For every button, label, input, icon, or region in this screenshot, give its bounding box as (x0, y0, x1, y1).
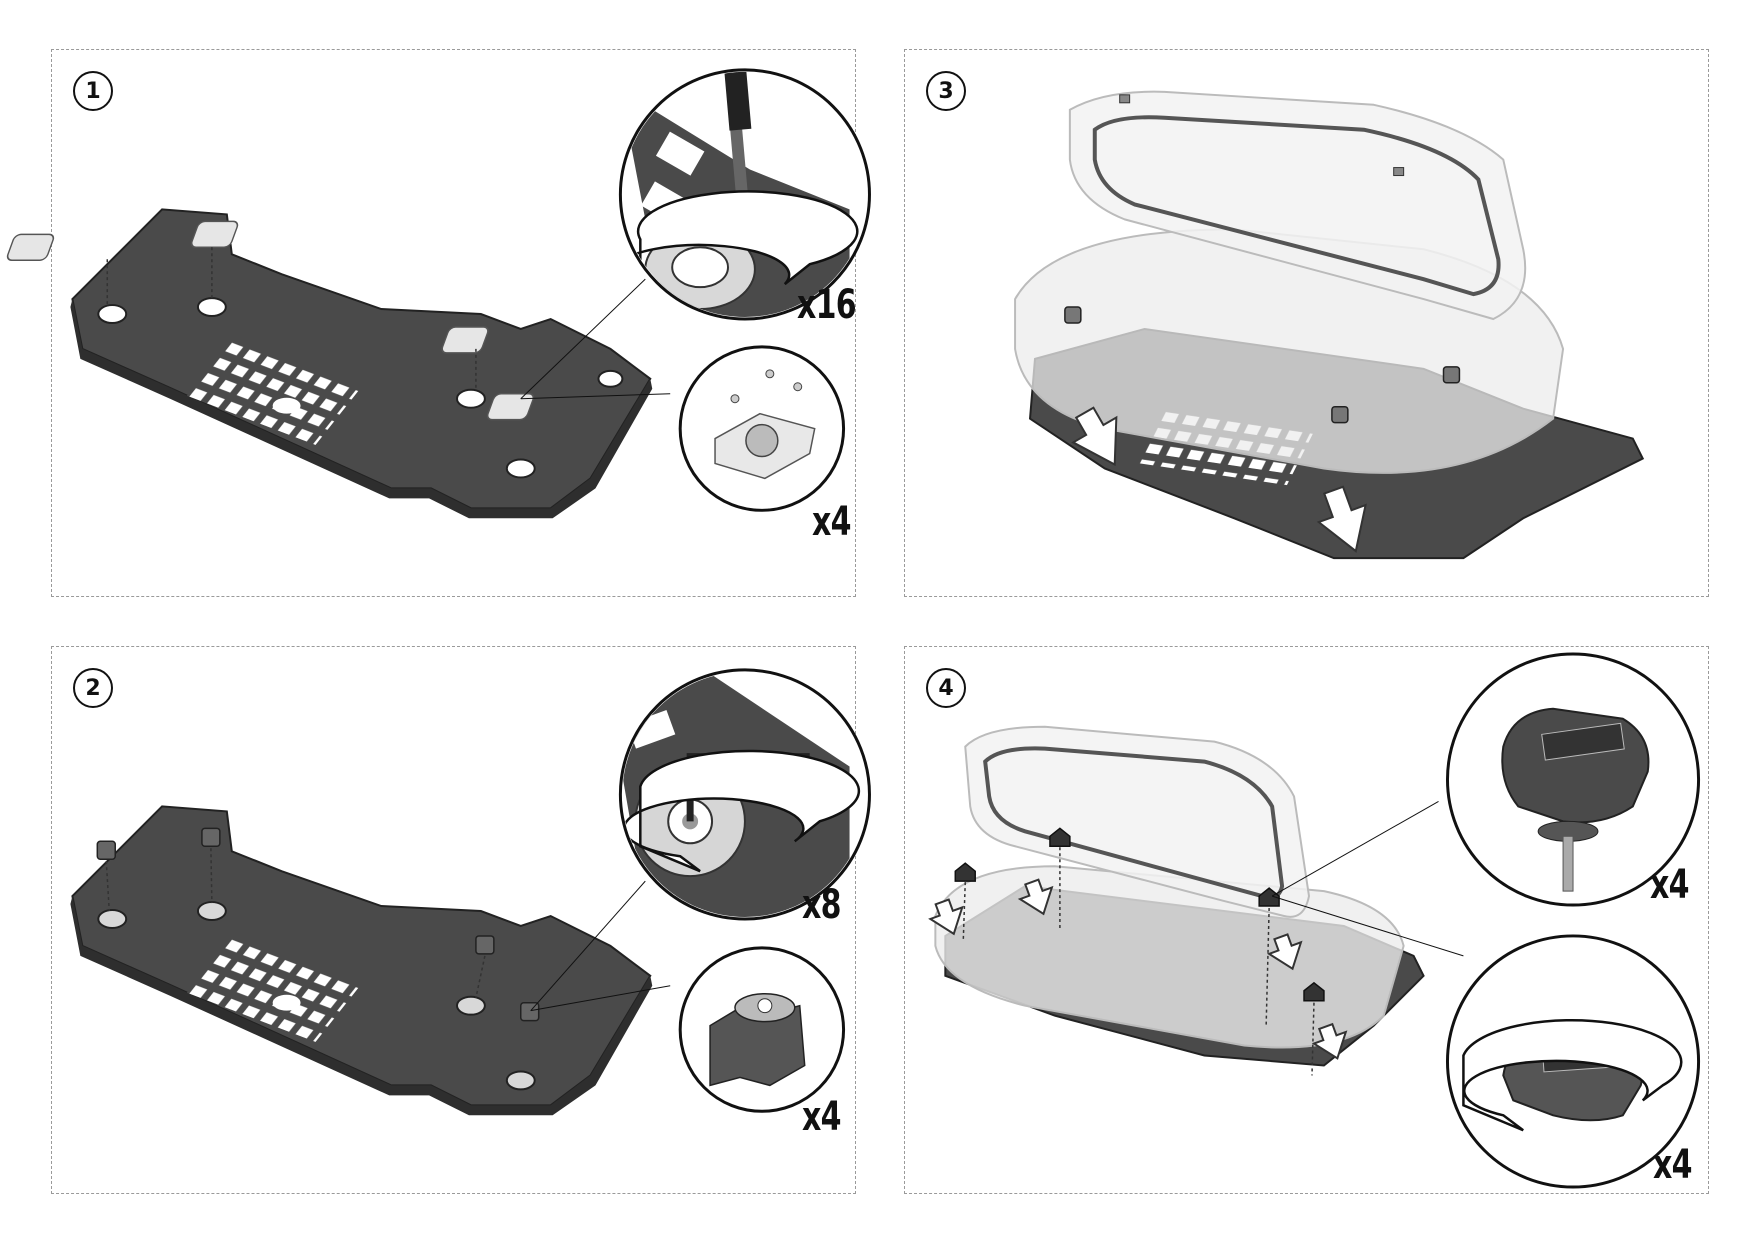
step-number: 2 (73, 668, 113, 708)
step-panel-4: 4 x4 x4 (904, 646, 1709, 1194)
knob-detail-circle (1445, 652, 1701, 907)
step-panel-3: 3 (904, 49, 1709, 597)
step-number: 3 (926, 71, 966, 111)
mount-hole (455, 388, 486, 409)
case-lid (1068, 90, 1527, 321)
mounting-plate-illustration (70, 668, 871, 1116)
quantity-label: x4 (1653, 1142, 1692, 1188)
down-arrow-icon (1071, 406, 1367, 553)
case-body (934, 865, 1405, 1049)
mount-hole (97, 304, 128, 324)
quantity-label: x4 (802, 1094, 841, 1140)
mount-hole (597, 369, 624, 388)
knob-fastening-illustration (928, 652, 1701, 1189)
knob-rotation-detail-circle (1445, 934, 1701, 1189)
quantity-label: x8 (802, 882, 841, 928)
mounting-plate (71, 208, 652, 510)
installed-adapter (97, 909, 128, 929)
installed-adapter (455, 995, 486, 1016)
case-placement-illustration (1014, 90, 1645, 560)
knob-icon (954, 827, 1325, 1002)
step-panel-1: 1 x16 x4 (6, 49, 871, 597)
mounting-plate-illustration (6, 68, 871, 519)
screwdriver-detail-circle (618, 68, 871, 321)
mount-hole (505, 458, 536, 479)
hex-key-detail-circle (618, 668, 871, 921)
installed-adapter (505, 1070, 536, 1091)
step-number: 4 (926, 668, 966, 708)
step-panel-2: 2 x8 x4 (51, 646, 871, 1194)
quantity-label: x4 (1650, 862, 1689, 908)
quantity-label: x16 (797, 282, 857, 328)
case-lid (964, 725, 1311, 918)
step-number: 1 (73, 71, 113, 111)
quantity-label: x4 (812, 499, 851, 545)
down-arrow-icon (928, 878, 1348, 1060)
mounting-plate (71, 805, 652, 1107)
adapter-plates (6, 220, 535, 421)
adapter-detail-circle (678, 345, 846, 512)
insert-detail-circle (678, 946, 846, 1113)
installed-adapter (196, 901, 227, 921)
mount-hole (196, 297, 227, 318)
